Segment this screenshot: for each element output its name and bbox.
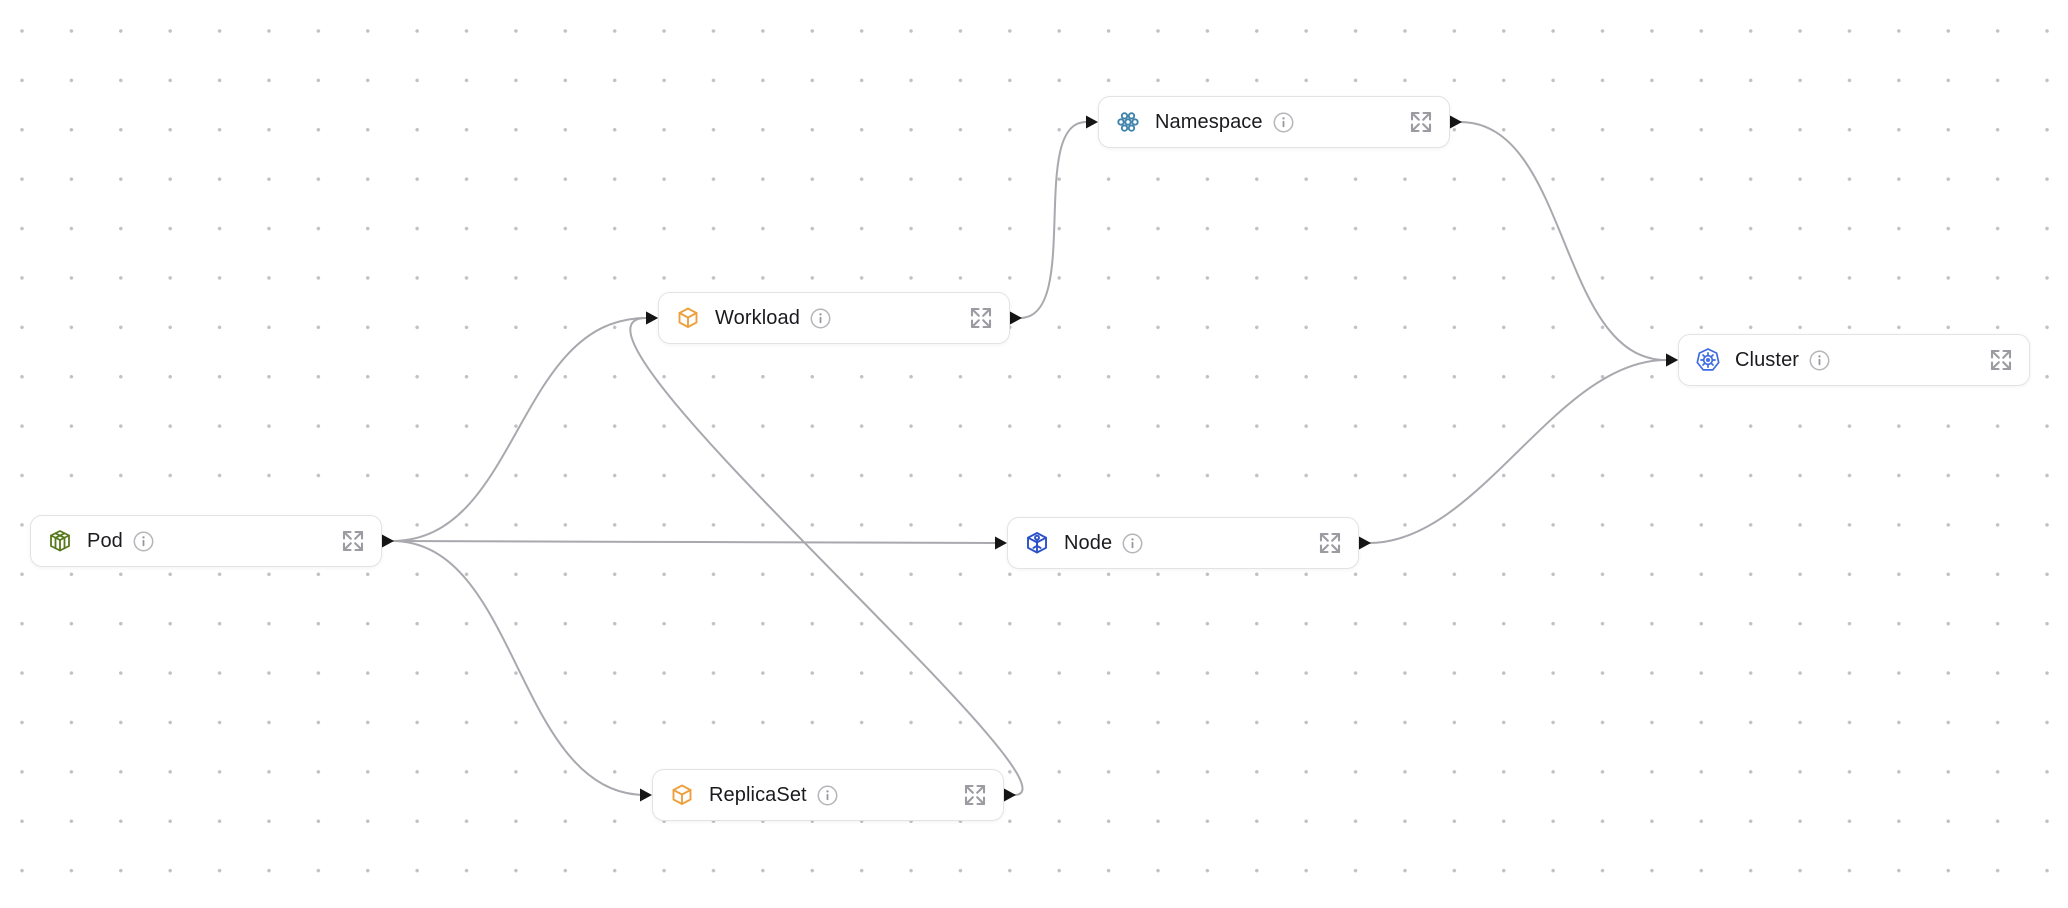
- edge-namespace-to-cluster: [1459, 121, 1667, 361]
- edge-pod-to-workload: [391, 317, 647, 542]
- edge-pod-to-replicaset: [391, 540, 647, 796]
- expand-icon[interactable]: [968, 305, 994, 331]
- node-icon: [1024, 530, 1050, 556]
- edge-arrowhead: [995, 536, 1007, 550]
- kubernetes-icon: [1695, 347, 1721, 373]
- node-label: Namespace: [1155, 110, 1263, 133]
- node-label: Cluster: [1735, 348, 1800, 371]
- cube-icon: [675, 305, 701, 331]
- expand-icon[interactable]: [1317, 530, 1343, 556]
- cube-icon: [669, 782, 695, 808]
- source-handle-replicaset[interactable]: [1004, 788, 1016, 802]
- node-label: Pod: [87, 529, 123, 552]
- node-label: ReplicaSet: [709, 783, 807, 806]
- info-icon[interactable]: [1273, 112, 1294, 133]
- pod-icon: [47, 528, 73, 554]
- node-node[interactable]: Node: [1007, 517, 1359, 569]
- node-label: Workload: [715, 306, 800, 329]
- node-label: Node: [1064, 531, 1113, 554]
- node-replicaset[interactable]: ReplicaSet: [652, 769, 1004, 821]
- source-handle-workload[interactable]: [1010, 311, 1022, 325]
- info-icon[interactable]: [817, 785, 838, 806]
- expand-icon[interactable]: [1408, 109, 1434, 135]
- namespace-icon: [1115, 109, 1141, 135]
- edge-pod-to-node: [391, 540, 1002, 544]
- edge-arrowhead: [1086, 115, 1098, 129]
- node-cluster[interactable]: Cluster: [1678, 334, 2030, 386]
- node-namespace[interactable]: Namespace: [1098, 96, 1450, 148]
- expand-icon[interactable]: [1988, 347, 2014, 373]
- node-workload[interactable]: Workload: [658, 292, 1010, 344]
- edge-arrowhead: [646, 311, 658, 325]
- edge-replicaset-to-workload: [629, 317, 1024, 796]
- info-icon[interactable]: [810, 308, 831, 329]
- edge-arrowhead: [1666, 353, 1678, 367]
- info-icon[interactable]: [133, 531, 154, 552]
- edge-arrowhead: [640, 788, 652, 802]
- edge-arrowhead: [646, 311, 658, 325]
- edge-node-to-cluster: [1368, 359, 1667, 544]
- expand-icon[interactable]: [340, 528, 366, 554]
- expand-icon[interactable]: [962, 782, 988, 808]
- info-icon[interactable]: [1809, 350, 1830, 371]
- edge-workload-to-namespace: [1019, 121, 1087, 319]
- node-pod[interactable]: Pod: [30, 515, 382, 567]
- source-handle-node[interactable]: [1359, 536, 1371, 550]
- source-handle-namespace[interactable]: [1450, 115, 1462, 129]
- info-icon[interactable]: [1122, 533, 1143, 554]
- source-handle-pod[interactable]: [382, 534, 394, 548]
- edge-arrowhead: [1666, 353, 1678, 367]
